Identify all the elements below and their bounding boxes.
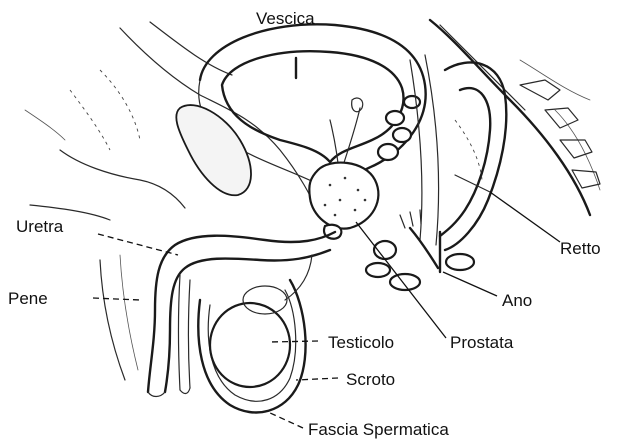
label-prostata: Prostata xyxy=(450,334,513,351)
label-vescica: Vescica xyxy=(256,10,315,27)
sacrum-outline xyxy=(430,20,600,215)
label-fascia-spermatica: Fascia Spermatica xyxy=(308,421,449,438)
label-testicolo: Testicolo xyxy=(328,334,394,351)
scrotum xyxy=(198,255,312,412)
prostate-gland xyxy=(309,163,378,239)
label-retto: Retto xyxy=(560,240,601,257)
label-uretra: Uretra xyxy=(16,218,63,235)
label-ano: Ano xyxy=(502,292,532,309)
label-pene: Pene xyxy=(8,290,48,307)
label-scroto: Scroto xyxy=(346,371,395,388)
